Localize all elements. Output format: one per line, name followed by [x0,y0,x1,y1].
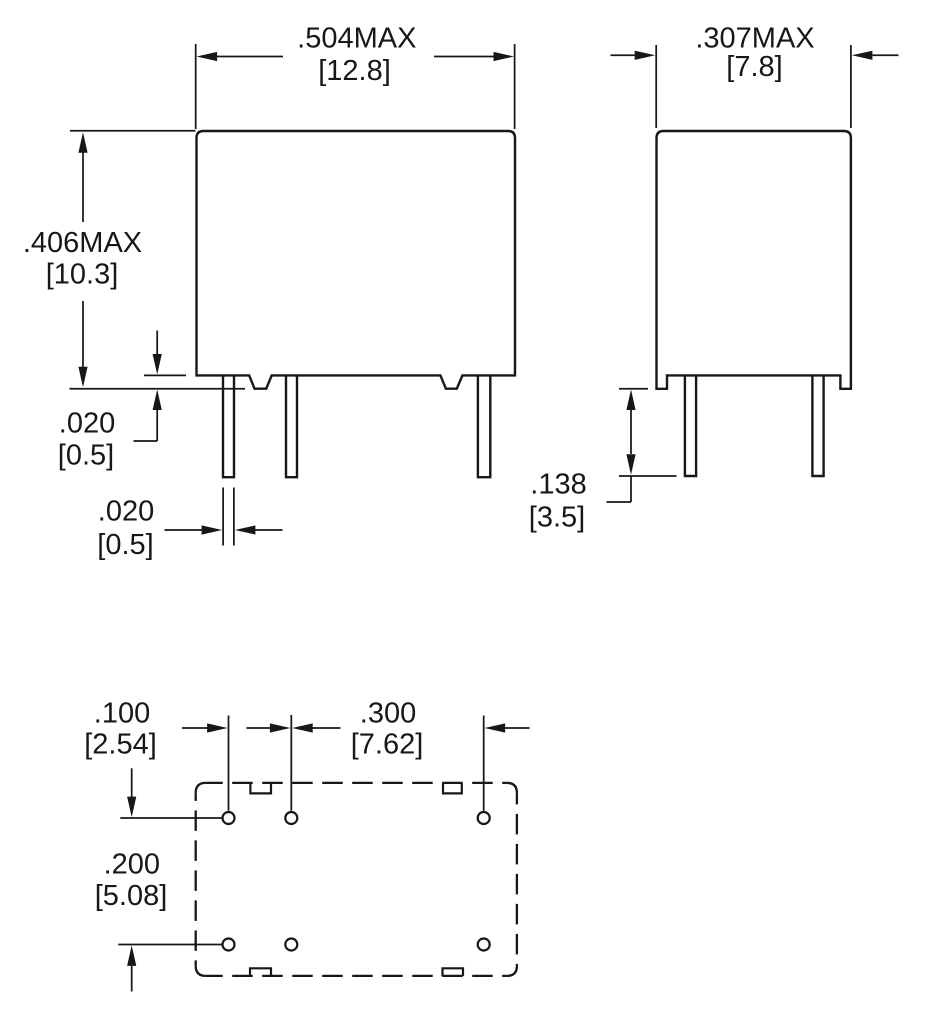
svg-text:[12.8]: [12.8] [318,55,391,87]
svg-text:.100: .100 [94,698,150,730]
svg-text:.138: .138 [530,469,586,501]
svg-text:[5.08]: [5.08] [95,880,168,912]
svg-text:[0.5]: [0.5] [97,529,153,561]
svg-text:[0.5]: [0.5] [58,440,114,472]
svg-text:[7.62]: [7.62] [351,729,424,761]
svg-text:.020: .020 [59,408,115,440]
svg-text:.307MAX: .307MAX [695,23,814,55]
svg-text:[10.3]: [10.3] [46,259,119,291]
svg-text:.504MAX: .504MAX [297,23,416,55]
svg-text:[2.54]: [2.54] [84,729,157,761]
svg-text:.020: .020 [98,496,154,528]
svg-text:.300: .300 [360,698,416,730]
svg-text:[3.5]: [3.5] [529,502,585,534]
svg-text:.406MAX: .406MAX [23,227,142,259]
svg-text:[7.8]: [7.8] [726,51,782,83]
svg-text:.200: .200 [104,849,160,881]
